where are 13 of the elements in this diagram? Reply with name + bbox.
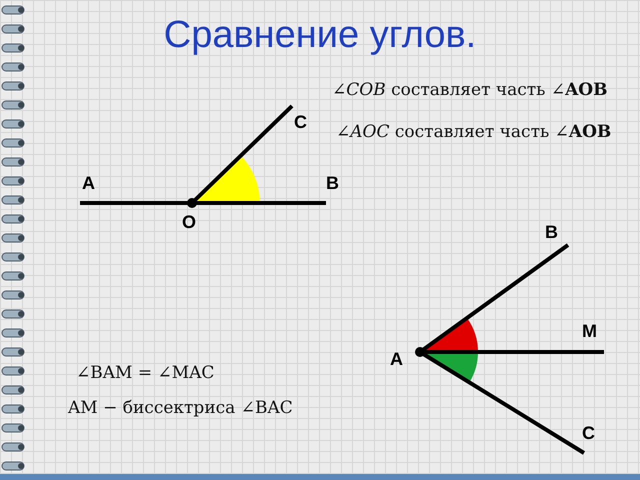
statement: ∠AOC составляет часть ∠AOB <box>336 122 612 142</box>
equation: ∠BAM = ∠MAC <box>76 363 214 383</box>
statement: ∠COB составляет часть ∠AOB <box>332 80 608 100</box>
point-label: A <box>390 349 403 370</box>
statement: AM − биссектриса ∠BAC <box>68 398 293 418</box>
point-label: A <box>82 173 95 194</box>
point-label: C <box>294 112 307 133</box>
title: Сравнение углов. <box>164 14 476 56</box>
point-label: C <box>582 423 595 444</box>
point-label: O <box>182 212 196 233</box>
point-label: B <box>326 173 339 194</box>
point-label: B <box>545 222 558 243</box>
point-label: M <box>582 321 597 342</box>
